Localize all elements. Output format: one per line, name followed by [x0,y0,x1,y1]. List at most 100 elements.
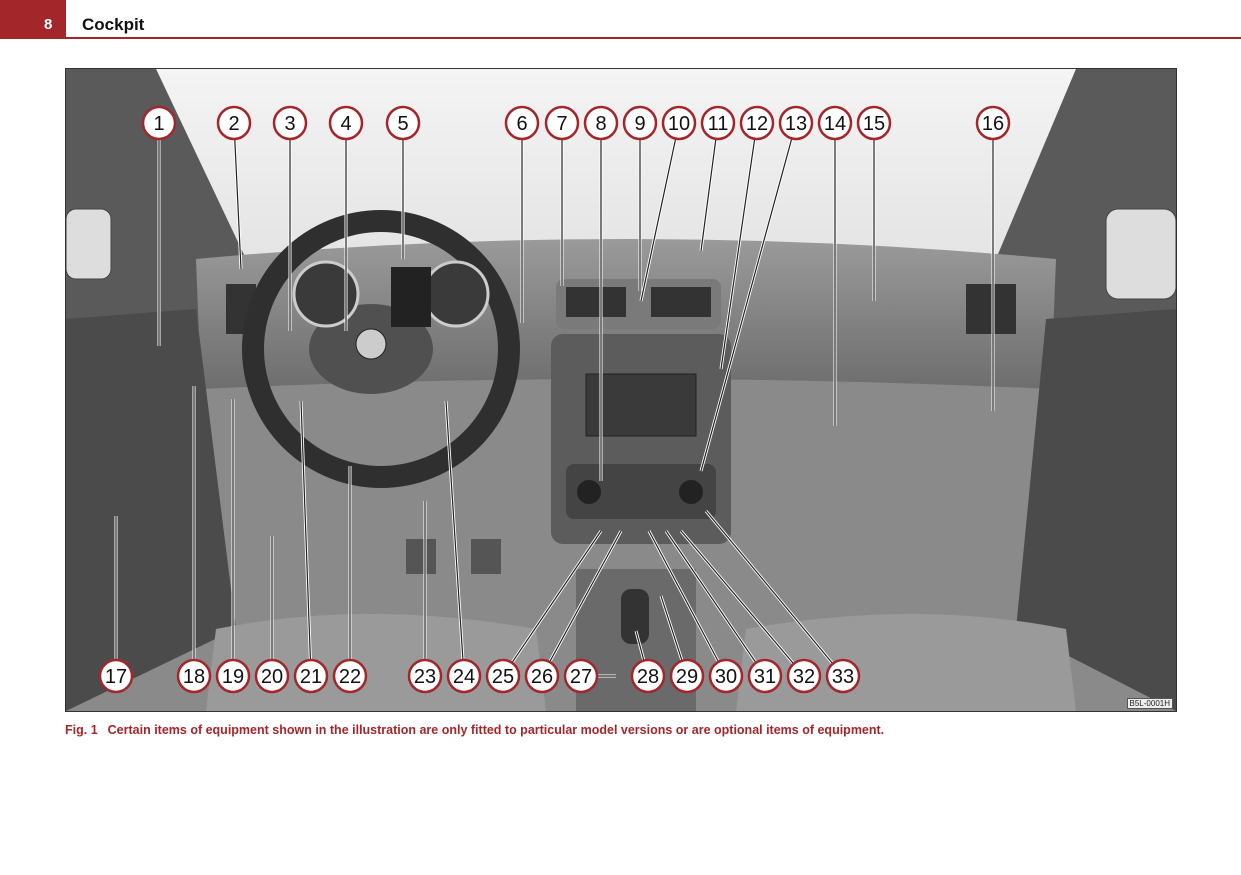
callout-11: 11 [700,105,736,141]
callout-circle [524,658,560,694]
leader-line [720,122,758,370]
callout-number: 25 [492,666,514,688]
callout-circle [975,105,1011,141]
callout-number: 8 [595,113,606,135]
leader-line [541,530,622,677]
leader-line [640,122,680,302]
callout-22: 22 [332,658,368,694]
callout-4: 4 [328,105,364,141]
callout-28: 28 [630,658,666,694]
callout-19: 19 [215,658,251,694]
callout-circle [176,658,212,694]
header-rule [0,37,1241,39]
callout-circle [786,658,822,694]
callout-circle [583,105,619,141]
leader-line [233,122,242,270]
callout-32: 32 [786,658,822,694]
callout-number: 1 [153,113,164,135]
callout-circle [669,658,705,694]
leader-line [665,530,766,677]
callout-1: 1 [141,105,177,141]
callout-number: 14 [824,113,846,135]
callout-circle [504,105,540,141]
figure-caption: Fig. 1 Certain items of equipment shown i… [65,723,884,737]
callout-number: 24 [453,666,475,688]
leader-line [700,122,719,252]
callout-number: 10 [668,113,690,135]
callout-21: 21 [293,658,329,694]
callout-16: 16 [975,105,1011,141]
leader-line [680,530,805,677]
callout-number: 29 [676,666,698,688]
callout-number: 4 [340,113,351,135]
callout-circle [407,658,443,694]
callout-circle [328,105,364,141]
callout-circle [563,658,599,694]
callout-circle [216,105,252,141]
callout-number: 33 [832,666,854,688]
callout-10: 10 [661,105,697,141]
callout-circle [215,658,251,694]
callout-circle [700,105,736,141]
callout-circle [446,658,482,694]
callout-31: 31 [747,658,783,694]
header-page-tab [0,0,66,38]
callout-12: 12 [739,105,775,141]
callout-circle [293,658,329,694]
callout-26: 26 [524,658,560,694]
callout-number: 17 [105,666,127,688]
callout-25: 25 [485,658,521,694]
callout-circle [856,105,892,141]
callout-number: 31 [754,666,776,688]
callout-number: 6 [516,113,527,135]
gear-lever [621,589,649,644]
callout-number: 15 [863,113,885,135]
callout-number: 2 [228,113,239,135]
callout-number: 9 [634,113,645,135]
page-title: Cockpit [82,15,145,34]
right-door [1016,309,1176,711]
caption-text: Certain items of equipment shown in the … [107,723,885,737]
steering-wheel [242,210,520,488]
callout-circle [332,658,368,694]
callout-circle [98,658,134,694]
callout-circle [485,658,521,694]
callout-13: 13 [778,105,814,141]
callout-27: 27 [563,658,599,694]
callout-number: 20 [261,666,283,688]
callout-15: 15 [856,105,892,141]
leader-line [445,400,465,677]
callout-6: 6 [504,105,540,141]
callout-24: 24 [446,658,482,694]
callout-number: 23 [414,666,436,688]
callout-33: 33 [825,658,861,694]
callout-circle [272,105,308,141]
callout-number: 13 [785,113,807,135]
callout-number: 11 [708,113,729,135]
figure-label: Fig. 1 [65,723,98,737]
callout-number: 12 [746,113,768,135]
radio-screen [585,373,697,437]
callout-17: 17 [98,658,134,694]
callout-circle [778,105,814,141]
callout-20: 20 [254,658,290,694]
callout-number: 18 [183,666,205,688]
callout-circle [385,105,421,141]
callout-number: 27 [570,666,592,688]
figure-code: B5L-0001H [1126,698,1173,709]
passenger-seat [736,614,1076,711]
callout-circle [817,105,853,141]
callout-number: 32 [793,666,815,688]
callout-30: 30 [708,658,744,694]
callout-circle [708,658,744,694]
callout-3: 3 [272,105,308,141]
callout-number: 16 [982,113,1004,135]
callout-23: 23 [407,658,443,694]
callout-2: 2 [216,105,252,141]
callout-number: 5 [397,113,408,135]
callout-number: 3 [284,113,295,135]
leader-line [705,510,844,677]
leader-line [648,530,727,677]
callout-7: 7 [544,105,580,141]
